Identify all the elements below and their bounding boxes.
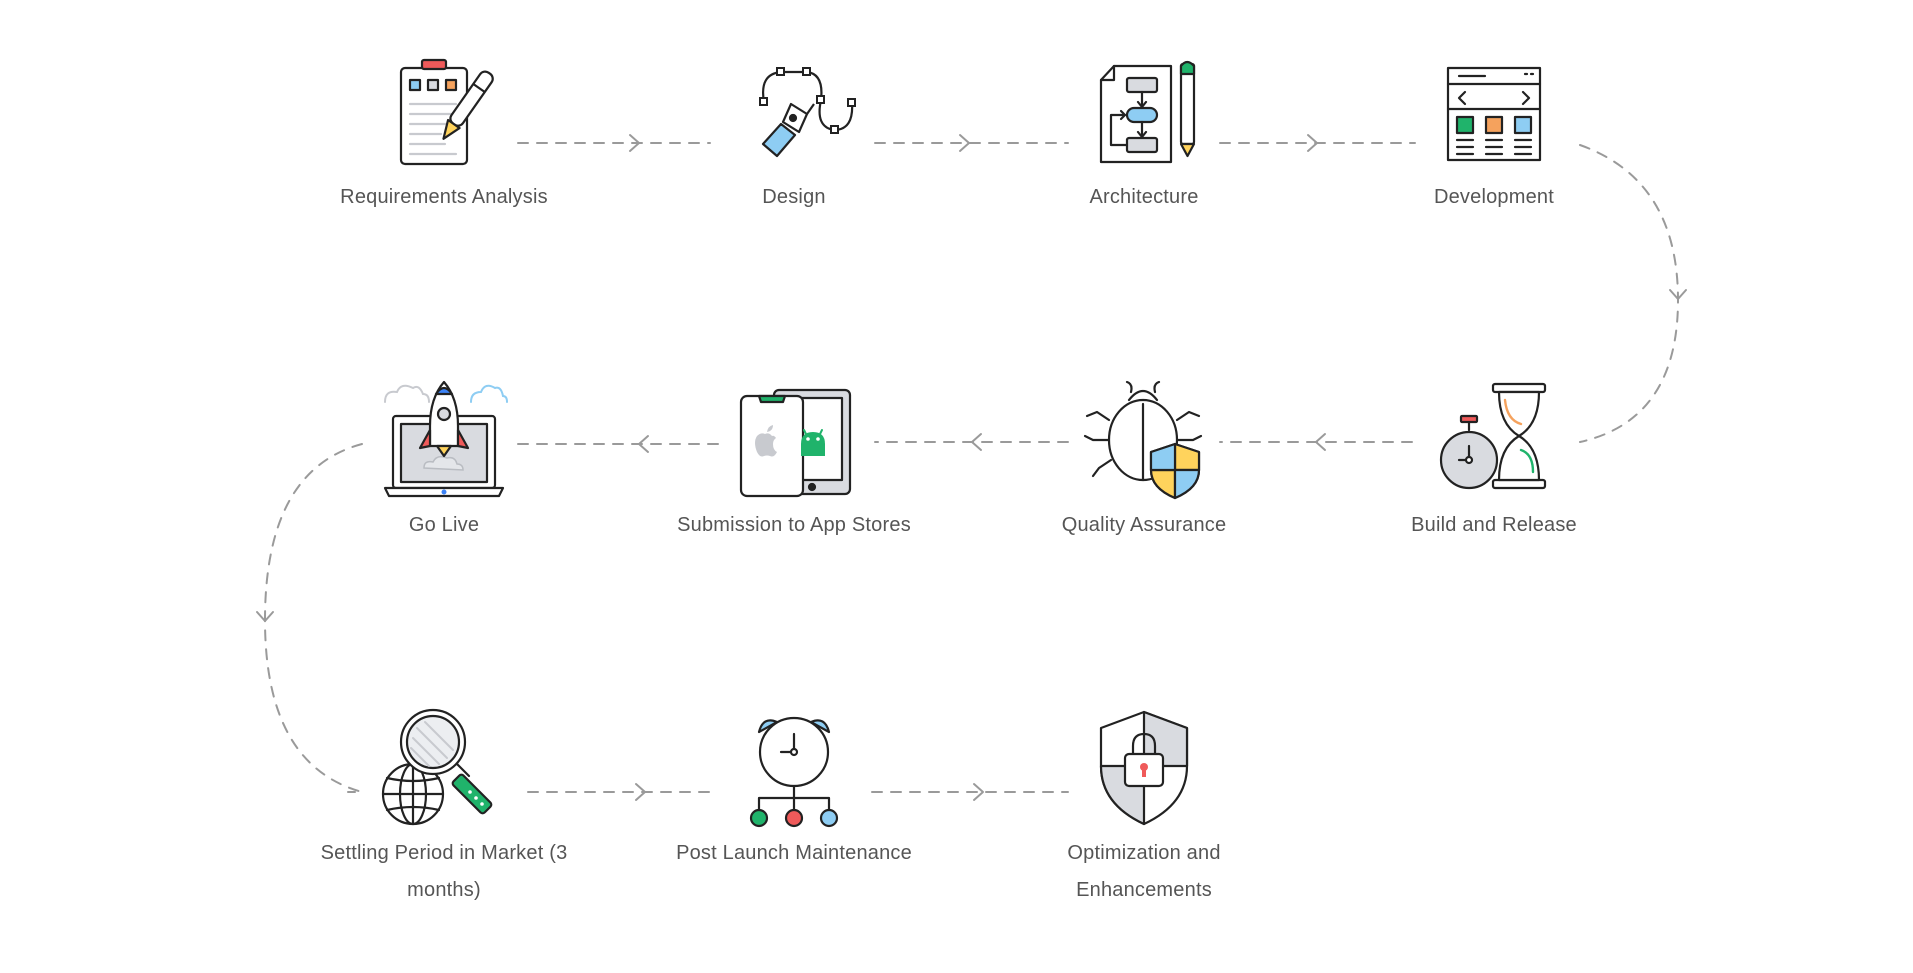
arrowhead: [638, 435, 649, 453]
step-requirements-analysis: Requirements Analysis: [294, 52, 594, 216]
code-browser-window-icon: [1446, 66, 1542, 162]
arrowhead: [1315, 433, 1326, 451]
step-label: Go Live: [408, 514, 480, 536]
connector-curve: [1579, 144, 1680, 443]
arrowhead: [635, 783, 646, 801]
step-design: Design: [644, 52, 944, 216]
alarm-clock-network-icon: [749, 716, 839, 828]
step-label: Architecture: [1089, 186, 1199, 208]
arrowhead: [959, 134, 970, 152]
step-development: Development: [1344, 52, 1644, 216]
flowchart-document-icon: [1099, 60, 1196, 164]
step-label: Design: [762, 186, 826, 208]
arrowhead: [1307, 134, 1318, 152]
arrowhead: [629, 134, 640, 152]
step-label: Post Launch Maintenance: [676, 842, 912, 864]
step-label: Quality Assurance: [1061, 514, 1227, 536]
step-go-live: Go Live: [294, 380, 594, 544]
step-label: Requirements Analysis: [340, 186, 548, 208]
arrowhead: [1669, 289, 1687, 300]
globe-magnifier-icon: [381, 708, 493, 826]
arrowhead: [971, 433, 982, 451]
step-label: Build and Release: [1411, 514, 1577, 536]
step-label: Development: [1433, 186, 1555, 208]
clipboard-pen-icon: [399, 58, 494, 166]
stopwatch-hourglass-icon: [1439, 382, 1547, 490]
bug-shield-icon: [1083, 380, 1203, 500]
step-optimization-enhancements: Optimization and Enhancements: [994, 708, 1294, 909]
step-quality-assurance: Quality Assurance: [994, 380, 1294, 544]
security-shield-lock-icon: [1099, 710, 1189, 826]
step-settling-period: Settling Period in Market (3 months): [294, 708, 594, 909]
rocket-laptop-icon: [383, 380, 508, 498]
step-submission-app-stores: Submission to App Stores: [644, 380, 944, 544]
step-label: Submission to App Stores: [677, 514, 911, 536]
step-build-and-release: Build and Release: [1344, 380, 1644, 544]
arrowhead: [973, 783, 984, 801]
step-label: Settling Period in Market (3 months): [320, 842, 568, 901]
pen-tool-icon: [759, 67, 856, 158]
arrowhead: [256, 611, 274, 622]
step-post-launch-maintenance: Post Launch Maintenance: [644, 708, 944, 872]
step-architecture: Architecture: [994, 52, 1294, 216]
ios-android-devices-icon: [739, 388, 852, 498]
step-label: Optimization and Enhancements: [1067, 842, 1221, 901]
